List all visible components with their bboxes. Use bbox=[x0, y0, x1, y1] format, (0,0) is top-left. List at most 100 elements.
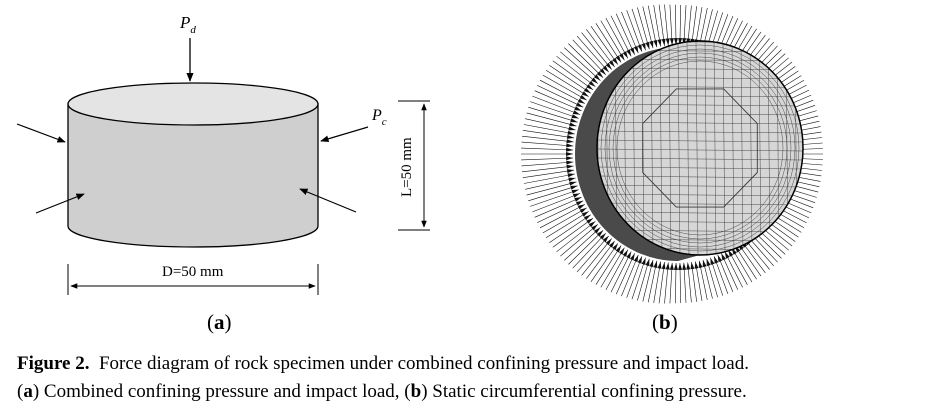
pressure-arrowhead bbox=[591, 77, 598, 84]
pressure-arrowhead bbox=[588, 80, 596, 87]
pressure-arrowhead bbox=[569, 181, 577, 186]
mesh-line bbox=[668, 41, 672, 255]
pressure-arrow bbox=[610, 15, 632, 57]
pressure-arrowhead bbox=[583, 214, 591, 221]
pressure-arrow bbox=[552, 60, 594, 91]
pressure-arrowhead bbox=[633, 254, 639, 263]
pressure-arrowhead bbox=[698, 260, 703, 268]
mesh-ring bbox=[600, 44, 800, 252]
impact-load-symbol: Pd bbox=[179, 13, 196, 36]
pressure-arrow bbox=[576, 235, 609, 273]
pressure-arrow bbox=[637, 258, 650, 301]
pressure-arrowhead bbox=[678, 38, 683, 45]
pressure-arrow bbox=[537, 85, 584, 108]
pressure-arrow bbox=[590, 243, 619, 282]
pressure-arrowhead bbox=[665, 38, 670, 46]
pressure-arrowhead bbox=[566, 152, 573, 156]
panel-label-b: (b) bbox=[652, 310, 678, 334]
pressure-arrowhead bbox=[567, 173, 575, 178]
pressure-arrow bbox=[621, 254, 639, 297]
pressure-arrowhead bbox=[622, 51, 628, 59]
pressure-arrowhead bbox=[645, 258, 650, 267]
pressure-arrow bbox=[600, 20, 625, 61]
figure-caption: Figure 2. Force diagram of rock specimen… bbox=[17, 350, 927, 406]
pressure-arrowhead bbox=[579, 207, 587, 214]
pressure-arrow bbox=[621, 11, 639, 54]
pressure-arrowhead bbox=[653, 40, 658, 48]
mesh-ring bbox=[612, 56, 788, 240]
mesh-line bbox=[597, 85, 803, 89]
pressure-arrow bbox=[521, 157, 574, 161]
pressure-arrow bbox=[525, 177, 576, 190]
pressure-arrowhead bbox=[574, 106, 582, 111]
mesh-line bbox=[597, 184, 803, 188]
caption-sub-a: Combined confining pressure and impact l… bbox=[43, 381, 400, 402]
pressure-arrowhead bbox=[571, 114, 579, 119]
pressure-arrowhead bbox=[566, 139, 574, 144]
pressure-arrowhead bbox=[645, 41, 650, 50]
pressure-arrow bbox=[528, 185, 578, 202]
length-label: L=50 mm bbox=[399, 137, 415, 197]
pressure-arrowhead bbox=[593, 227, 601, 234]
pressure-arrowhead bbox=[588, 221, 596, 228]
pressure-arrowhead bbox=[591, 224, 598, 231]
pressure-arrowhead bbox=[583, 87, 591, 94]
pressure-arrowhead bbox=[637, 44, 642, 52]
pressure-arrow bbox=[526, 112, 577, 127]
pressure-arrow bbox=[642, 259, 654, 302]
pressure-arrow bbox=[637, 7, 650, 50]
pressure-arrow bbox=[532, 193, 581, 213]
mesh-line bbox=[659, 41, 663, 255]
mesh-line bbox=[597, 121, 803, 125]
pressure-arrowhead bbox=[717, 254, 723, 263]
pressure-arrowhead bbox=[633, 45, 639, 54]
pressure-arrow bbox=[549, 65, 591, 94]
pressure-arrowhead bbox=[626, 49, 632, 57]
pressure-arrow bbox=[615, 253, 635, 295]
pressure-arrowhead bbox=[626, 251, 632, 259]
pressure-arrow bbox=[556, 55, 596, 87]
mesh-line bbox=[767, 41, 771, 255]
pressure-arrowhead bbox=[615, 245, 622, 253]
pressure-arrow bbox=[522, 169, 575, 178]
specimen-cylinder-top bbox=[67, 82, 319, 126]
mesh-line bbox=[597, 211, 803, 215]
confining-arrow-right-lower bbox=[299, 188, 357, 213]
pressure-arrowhead bbox=[566, 160, 574, 165]
pressure-arrow bbox=[534, 196, 582, 218]
pressure-arrowhead bbox=[661, 38, 666, 46]
pressure-arrow bbox=[564, 47, 601, 81]
mesh-line bbox=[597, 139, 803, 143]
pressure-arrowhead bbox=[702, 259, 707, 268]
pressure-arrowhead bbox=[665, 262, 670, 270]
pressure-arrow bbox=[534, 90, 582, 112]
panel-label-a: (a) bbox=[207, 310, 232, 334]
pressure-arrowhead bbox=[566, 156, 574, 161]
pressure-arrowhead bbox=[574, 197, 582, 202]
pressure-arrow bbox=[653, 5, 661, 47]
pressure-arrowhead bbox=[570, 118, 578, 123]
pressure-arrow bbox=[539, 79, 586, 104]
pressure-arrowhead bbox=[572, 193, 581, 198]
pressure-arrowhead bbox=[566, 147, 574, 152]
caption-line-1: Figure 2. Force diagram of rock specimen… bbox=[17, 350, 927, 378]
mesh-line bbox=[740, 41, 744, 255]
pressure-arrow bbox=[521, 165, 574, 173]
pressure-arrowhead bbox=[581, 211, 589, 217]
pressure-arrowhead bbox=[571, 189, 579, 194]
pressure-arrowhead bbox=[608, 60, 615, 67]
pressure-arrow bbox=[631, 8, 646, 51]
pressure-arrowhead bbox=[566, 143, 574, 148]
cylinder-side-band bbox=[575, 41, 700, 261]
pressure-arrowhead bbox=[566, 164, 574, 169]
pressure-arrow bbox=[542, 74, 587, 101]
mesh-line bbox=[597, 157, 803, 161]
pressure-arrow bbox=[552, 217, 594, 248]
diameter-dimension: D=50 mm bbox=[67, 264, 319, 295]
pressure-arrowhead bbox=[596, 71, 604, 78]
pressure-arrowhead bbox=[630, 253, 635, 261]
pressure-arrowhead bbox=[599, 68, 606, 75]
mesh-core-outline bbox=[642, 88, 758, 208]
pressure-arrowhead bbox=[566, 134, 575, 139]
pressure-arrow bbox=[521, 141, 574, 147]
